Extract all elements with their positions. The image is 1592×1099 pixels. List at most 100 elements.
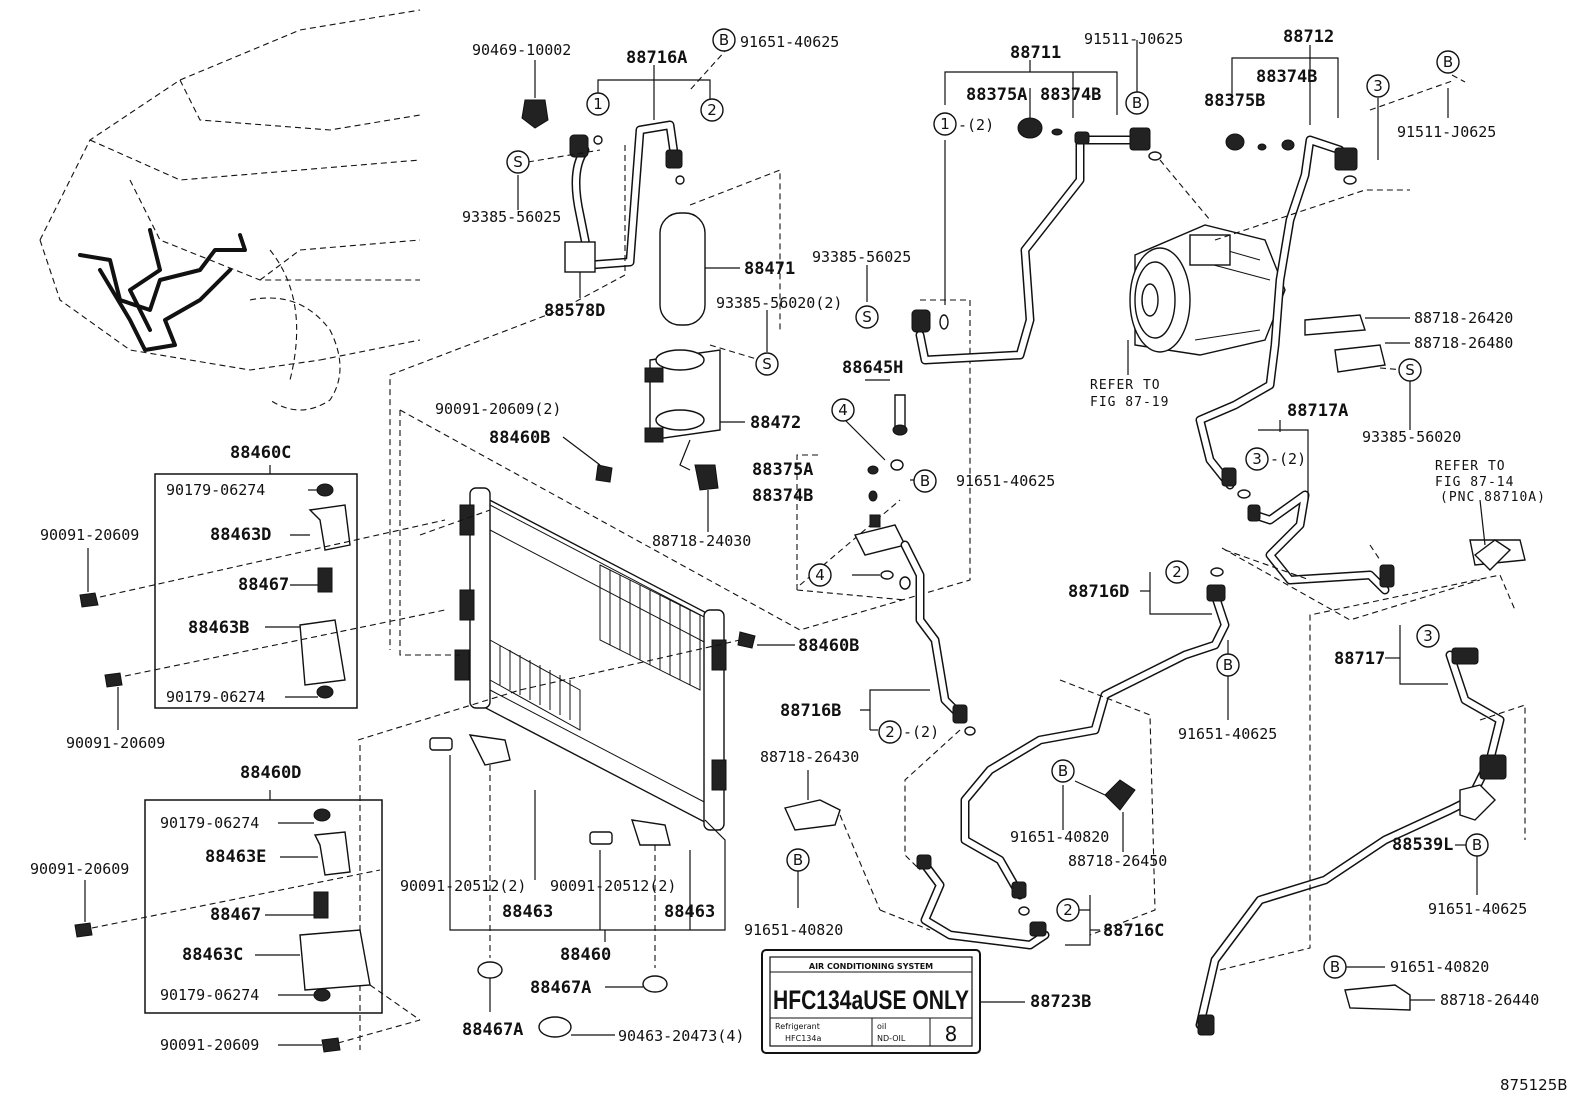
- ref-note-refer-to-b: REFER TO: [1435, 459, 1506, 474]
- svg-text:B: B: [1330, 958, 1340, 976]
- label-91651-40625-top: 91651-40625: [740, 33, 839, 51]
- label-88460B-a: 88460B: [489, 428, 550, 448]
- svg-text:2: 2: [707, 101, 717, 119]
- marker-b-c: B: [1436, 50, 1460, 74]
- label-88716C: 88716C: [1103, 921, 1164, 941]
- label-91511-J0625-b: 91511-J0625: [1397, 123, 1496, 141]
- label-91651-40820-b: 91651-40820: [744, 921, 843, 939]
- svg-text:S: S: [762, 355, 772, 373]
- label-88472: 88472: [750, 413, 801, 433]
- label-88718-26430: 88718-26430: [760, 748, 859, 766]
- label-88463C: 88463C: [182, 945, 243, 965]
- ref-note-fig-87-14: FIG 87-14: [1435, 475, 1514, 490]
- label-88374B-mid: 88374B: [752, 486, 813, 506]
- label-90179-06274-a: 90179-06274: [166, 481, 265, 499]
- marker-4-b: 4: [808, 563, 832, 587]
- plate-main-text: HFC134aUSE ONLY: [773, 985, 969, 1015]
- bracket-88472: [644, 310, 768, 532]
- clamp-88718-26430: [784, 770, 931, 931]
- marker-3-b: 3: [1245, 447, 1269, 471]
- label-88467A-a: 88467A: [530, 978, 591, 998]
- label-91651-40820-a: 91651-40820: [1010, 828, 1109, 846]
- marker-b-f: B: [1051, 759, 1075, 783]
- label-93385-56020-2: 93385-56020(2): [716, 294, 842, 312]
- marker-b-a: B: [712, 28, 736, 52]
- label-91651-40625-bottom-right: 91651-40625: [1428, 900, 1527, 918]
- marker-1-b: 1: [933, 112, 957, 136]
- pad-88460B-b: [737, 631, 756, 649]
- svg-text:B: B: [1132, 94, 1142, 112]
- label-88463D: 88463D: [210, 525, 271, 545]
- marker-2-c: 2: [878, 720, 902, 744]
- label-90469-10002: 90469-10002: [472, 41, 571, 59]
- label-88716D: 88716D: [1068, 582, 1129, 602]
- hose-88716B: [860, 540, 976, 871]
- condenser-mounts: [429, 734, 726, 1038]
- svg-text:B: B: [793, 851, 803, 869]
- receiver-dryer-88471: [659, 212, 706, 326]
- qty-note-b: -(2): [1270, 450, 1306, 468]
- label-88463-b: 88463: [664, 902, 715, 922]
- part-labels: 90469-10002 88716A 91651-40625 93385-560…: [30, 27, 1568, 1094]
- label-88374B-right: 88374B: [1256, 67, 1317, 87]
- marker-b-g: B: [786, 848, 810, 872]
- marker-b-b: B: [1125, 91, 1149, 115]
- label-88718-26440: 88718-26440: [1440, 991, 1539, 1009]
- label-91511-J0625-a: 91511-J0625: [1084, 30, 1183, 48]
- label-88471: 88471: [744, 259, 795, 279]
- label-88718-26420: 88718-26420: [1414, 309, 1513, 327]
- label-88374B-top: 88374B: [1040, 85, 1101, 105]
- label-90179-06274-d: 90179-06274: [160, 986, 259, 1004]
- label-90091-20512-2-a: 90091-20512(2): [400, 877, 526, 895]
- marker-b-e: B: [1216, 653, 1240, 677]
- svg-text:B: B: [1472, 836, 1482, 854]
- label-91651-40625-mid: 91651-40625: [956, 472, 1055, 490]
- plate-oil-type: ND-OIL: [877, 1034, 906, 1043]
- label-88460D: 88460D: [240, 763, 301, 783]
- label-88716B: 88716B: [780, 701, 841, 721]
- diagram-id: 875125B: [1500, 1076, 1568, 1094]
- label-90179-06274-b: 90179-06274: [166, 688, 265, 706]
- compressor-reference: [1127, 224, 1286, 375]
- svg-text:2: 2: [1172, 563, 1182, 581]
- label-88717: 88717: [1334, 649, 1385, 669]
- label-91651-40820-c: 91651-40820: [1390, 958, 1489, 976]
- label-88463-a: 88463: [502, 902, 553, 922]
- label-88717A: 88717A: [1287, 401, 1348, 421]
- label-88711: 88711: [1010, 43, 1061, 63]
- svg-text:3: 3: [1252, 450, 1262, 468]
- plate-oil: oil: [877, 1022, 886, 1031]
- label-90091-20609-c: 90091-20609: [30, 860, 129, 878]
- marker-1-a: 1: [586, 92, 610, 116]
- label-88578D: 88578D: [544, 301, 605, 321]
- svg-text:B: B: [1223, 656, 1233, 674]
- svg-text:2: 2: [1063, 901, 1073, 919]
- svg-text:B: B: [719, 31, 729, 49]
- label-88467A-b: 88467A: [462, 1020, 523, 1040]
- svg-text:S: S: [513, 153, 523, 171]
- qty-note-a: -(2): [958, 116, 994, 134]
- svg-text:B: B: [1058, 762, 1068, 780]
- label-91651-40625-right: 91651-40625: [1178, 725, 1277, 743]
- svg-text:4: 4: [838, 401, 848, 419]
- label-88460: 88460: [560, 945, 611, 965]
- label-88712: 88712: [1283, 27, 1334, 47]
- svg-text:2: 2: [885, 723, 895, 741]
- label-88718-24030: 88718-24030: [652, 532, 751, 550]
- label-88463B: 88463B: [188, 618, 249, 638]
- ref-note-pnc: (PNC 88710A): [1440, 490, 1546, 505]
- plate-qty: 8: [945, 1022, 958, 1046]
- hose-88711: [866, 40, 1211, 365]
- marker-b-h: B: [1465, 833, 1489, 857]
- marker-s-d: S: [1398, 358, 1422, 382]
- group-box-88460D: [74, 790, 421, 1053]
- label-93385-56025-b: 93385-56025: [812, 248, 911, 266]
- label-90091-20609-d: 90091-20609: [160, 1036, 259, 1054]
- marker-s-b: S: [855, 305, 879, 329]
- marker-s-a: S: [506, 150, 530, 174]
- ref-note-refer-to-a: REFER TO: [1090, 378, 1161, 393]
- svg-text:3: 3: [1373, 77, 1383, 95]
- vehicle-outline: [39, 9, 421, 411]
- receiver-dryer-group: [389, 39, 781, 650]
